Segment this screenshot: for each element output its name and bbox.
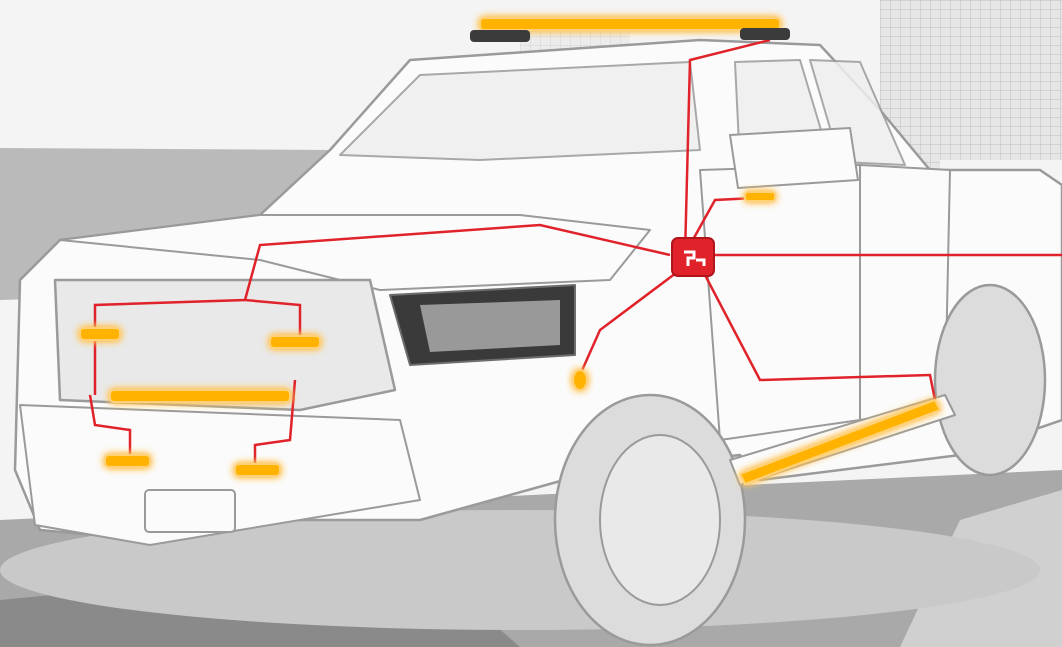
grille-light-right [270, 336, 320, 348]
grille-light-left [80, 328, 120, 340]
side-mirror [730, 128, 858, 188]
headlight-lens [420, 300, 560, 352]
building-right [940, 0, 1062, 160]
control-module [672, 238, 714, 276]
bumper-light-left [105, 455, 150, 467]
mirror-light [745, 192, 775, 201]
license-plate [145, 490, 235, 532]
roof-lightbar [480, 18, 780, 30]
rear-tire [935, 285, 1045, 475]
fender-light [573, 370, 587, 390]
roof-mount-left [470, 30, 530, 42]
front-rim [600, 435, 720, 605]
front-door [700, 165, 860, 440]
grille-lightbar [110, 390, 290, 402]
roof-mount-right [740, 28, 790, 40]
bumper-light-right [235, 464, 280, 476]
